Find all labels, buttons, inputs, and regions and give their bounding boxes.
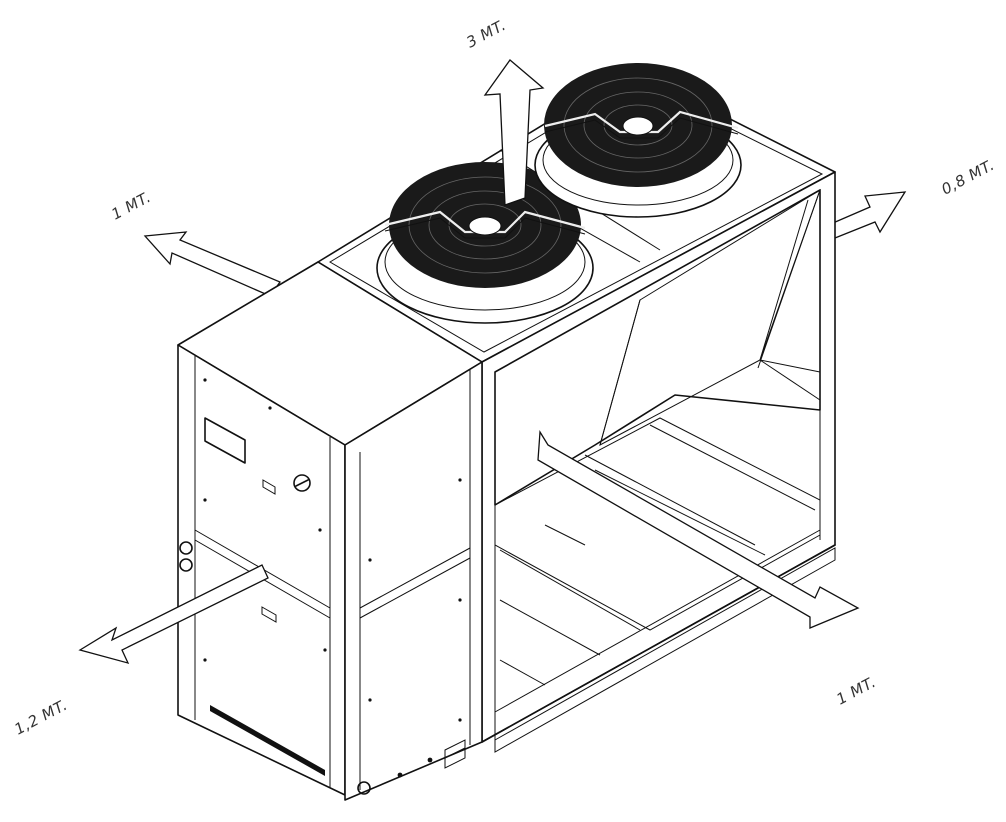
arrow-right-side [825,191,907,241]
label-front-clearance: 1,2 MT. [11,696,70,739]
label-top-clearance: 3 MT. [463,16,508,52]
condenser-fan-front [376,162,594,324]
compressor-cabinet [177,261,483,801]
water-inlet-icon [179,541,193,555]
arrow-left-side [143,231,282,297]
label-right-clearance: 0,8 MT. [938,156,997,199]
control-display [204,417,246,464]
arrow-rear [537,429,860,629]
label-rear-clearance: 1 MT. [833,673,878,709]
condenser-fan-rear [534,63,742,218]
label-left-clearance: 1 MT. [108,188,153,224]
arrow-front [78,564,269,664]
door-handle-icon [293,474,311,492]
air-vent-slot [210,705,325,776]
condenser-coil-frame [481,171,836,753]
water-outlet-icon [179,558,193,572]
arrow-top [483,59,545,206]
